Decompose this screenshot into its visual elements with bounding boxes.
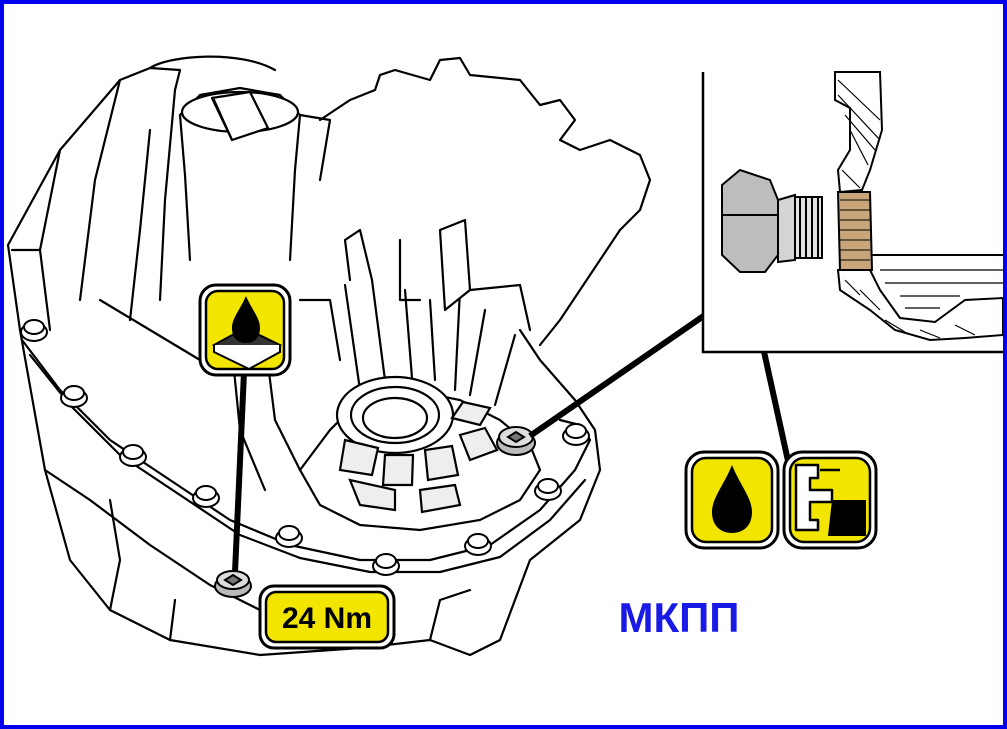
bolt	[534, 478, 562, 501]
inset-housing-wall	[834, 71, 1004, 342]
torque-value: 24 Nm	[282, 602, 372, 635]
bolt	[464, 533, 492, 556]
output-bearing-cover	[298, 375, 542, 532]
bolt	[192, 485, 220, 508]
bolt	[275, 525, 303, 548]
bolt	[60, 385, 88, 408]
fill-plug	[496, 426, 536, 456]
drain-plug	[214, 570, 252, 598]
gearbox-housing	[6, 55, 652, 657]
inset-plug	[721, 168, 823, 273]
inset-oil	[872, 254, 1003, 309]
bolt	[562, 423, 590, 446]
oil-level-icon	[782, 450, 878, 550]
oil-fill-icon	[198, 283, 292, 377]
oil-drop-icon	[684, 450, 780, 550]
bolt	[20, 319, 48, 342]
flange-bolts	[20, 319, 590, 576]
level-detail-inset	[701, 71, 1004, 354]
bolt	[119, 444, 147, 467]
bolt	[372, 553, 400, 576]
torque-badge: 24 Nm	[258, 584, 396, 650]
diagram-caption: МКПП	[619, 594, 740, 641]
